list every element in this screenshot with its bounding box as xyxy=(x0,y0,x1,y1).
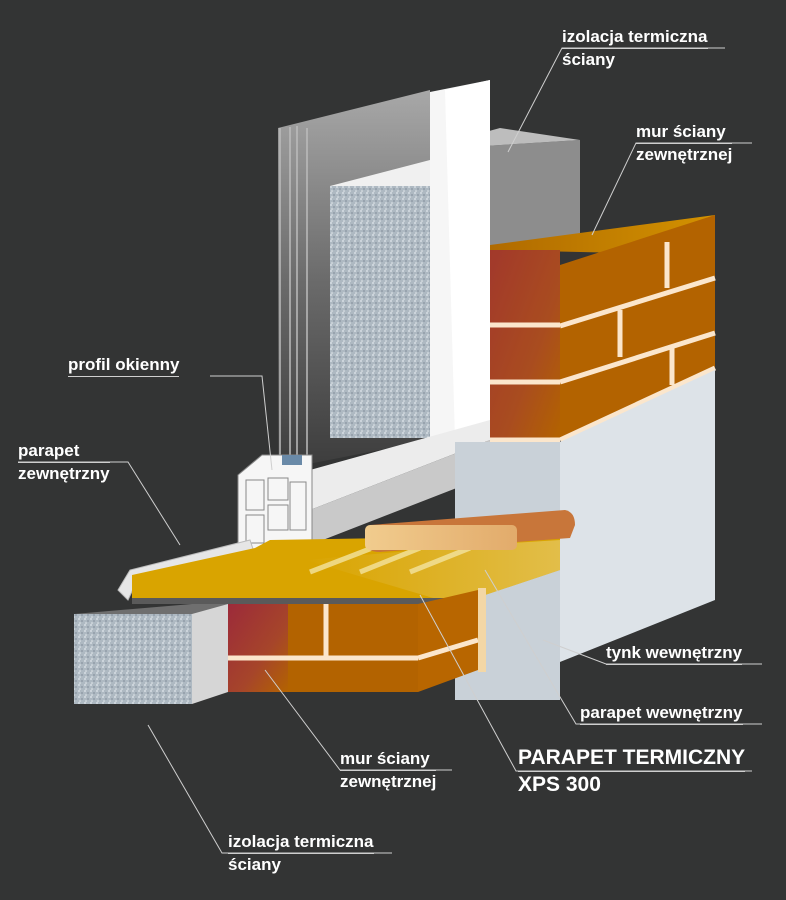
label-bottom-wall: mur ściany zewnętrznej xyxy=(340,748,436,792)
label-top-insulation: izolacja termiczna ściany xyxy=(562,26,708,70)
label-inner-sill: parapet wewnętrzny xyxy=(580,702,743,725)
reveal-insulation xyxy=(330,186,430,438)
label-outer-sill: parapet zewnętrzny xyxy=(18,440,110,484)
label-bottom-insulation: izolacja termiczna ściany xyxy=(228,831,374,875)
label-inner-plaster: tynk wewnętrzny xyxy=(606,642,742,665)
window-profile-section xyxy=(238,455,312,550)
lower-insulation-block xyxy=(74,604,228,704)
label-top-wall: mur ściany zewnętrznej xyxy=(636,121,732,165)
label-thermal-sill: PARAPET TERMICZNY XPS 300 xyxy=(518,745,745,797)
label-window-profile: profil okienny xyxy=(68,354,179,377)
